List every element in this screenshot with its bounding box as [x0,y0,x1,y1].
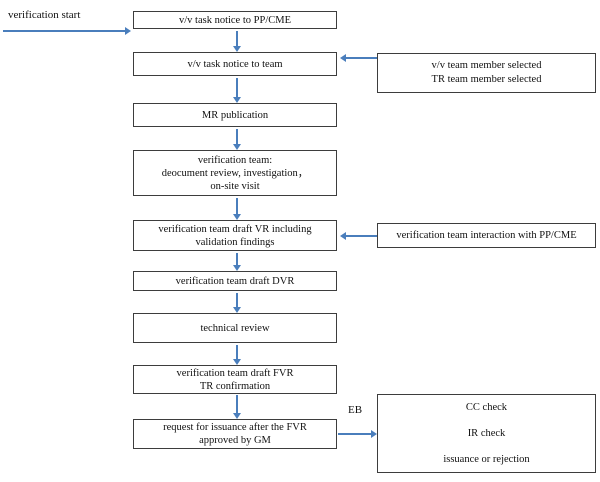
arrow-left-interaction-icon [346,235,377,237]
box-verification-team: verification team: deocument review, inv… [133,150,337,196]
box-team-member-selected: v/v team member selected TR team member … [377,53,596,93]
box-technical-review: technical review [133,313,337,343]
box-task-notice-ppcme: v/v task notice to PP/CME [133,11,337,29]
arrow-right-eb-icon [338,433,371,435]
box-mr-publication: MR publication [133,103,337,127]
arrow-down-icon-1 [236,31,238,46]
label-eb: EB [348,404,363,416]
arrow-down-icon-4 [236,198,238,214]
arrow-left-team-selected-icon [346,57,377,59]
arrow-down-icon-5 [236,253,238,265]
box-draft-vr: verification team draft VR including val… [133,220,337,251]
box-eb-review: CC check IR check issuance or rejection [377,394,596,473]
arrow-down-icon-7 [236,345,238,359]
box-draft-dvr: verification team draft DVR [133,271,337,291]
arrow-down-icon-2 [236,78,238,97]
label-verification-start: verification start [8,9,81,21]
box-interaction-ppcme: verification team interaction with PP/CM… [377,223,596,248]
arrow-down-icon-6 [236,293,238,307]
arrow-down-icon-8 [236,395,238,413]
box-request-issuance: request for issuance after the FVR appro… [133,419,337,449]
arrow-right-start-icon [3,30,125,32]
arrow-down-icon-3 [236,129,238,144]
box-draft-fvr: verification team draft FVR TR confirmat… [133,365,337,394]
box-task-notice-team: v/v task notice to team [133,52,337,76]
